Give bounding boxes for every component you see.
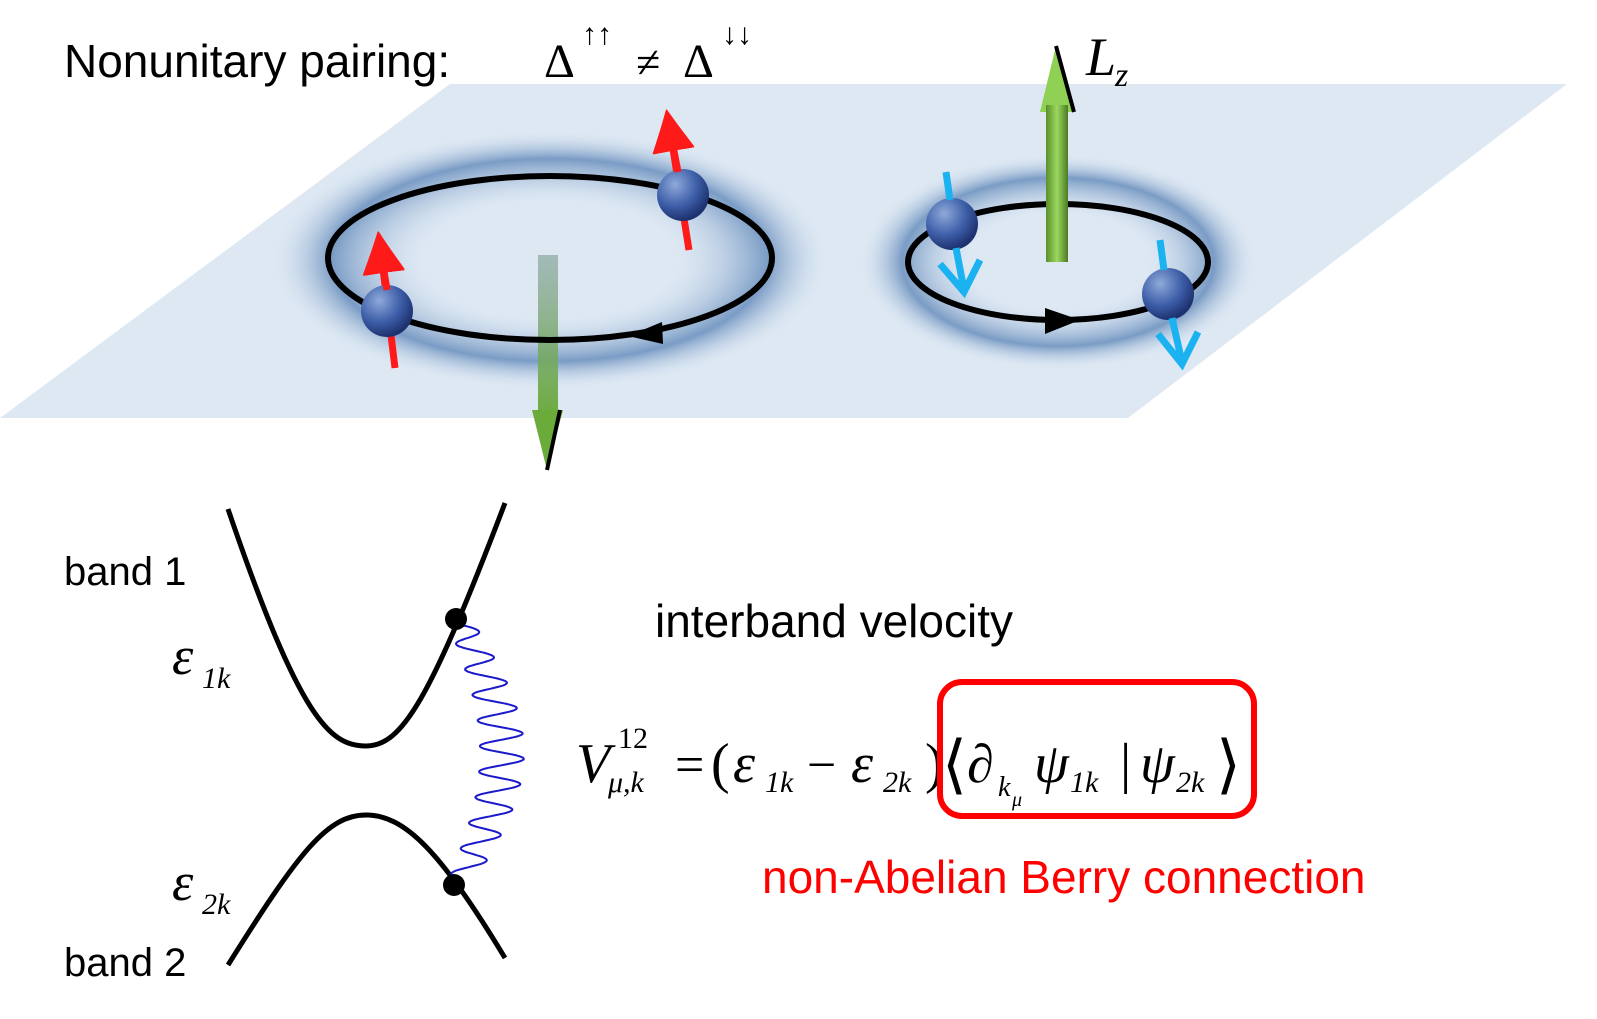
eps2-label: ε <box>172 852 194 912</box>
title-delta-up: Δ <box>544 35 575 88</box>
eps2-label-sub: 2k <box>202 888 231 921</box>
electron-ball-2 <box>657 169 709 221</box>
formula-eps1: ε <box>733 733 756 795</box>
electron-ball-3 <box>926 198 978 250</box>
spin-down-arrow-4 <box>1156 239 1168 271</box>
electron-ball-4 <box>1142 268 1194 320</box>
title-text: Nonunitary pairing: <box>64 35 450 87</box>
interband-velocity-label: interband velocity <box>655 595 1013 647</box>
formula-V-sup: 12 <box>618 722 648 755</box>
formula-equals: = <box>675 737 704 794</box>
orbit-left-arrowhead <box>628 322 663 344</box>
spin-up-arrow-1-top <box>363 231 406 291</box>
lz-up-arrow-edge <box>1054 45 1076 113</box>
spin-down-arrow-4-bottom <box>1168 317 1186 363</box>
formula-eps2: ε <box>851 733 874 795</box>
berry-connection-box <box>937 679 1257 819</box>
lz-label-sub: z <box>1114 57 1128 94</box>
title-neq: ≠ <box>636 38 660 87</box>
title-delta-up-sup: ↑↑ <box>582 18 612 51</box>
formula-langle: ⟨ <box>942 729 967 800</box>
eps1-label-sub: 1k <box>202 662 231 695</box>
formula-V-sub: μ,k <box>607 766 645 799</box>
spin-up-arrow-2-top <box>653 109 695 173</box>
orbit-left <box>325 173 775 343</box>
formula-V: V <box>576 733 616 795</box>
band-2-dot <box>443 874 465 896</box>
lz-up-arrow-head <box>1040 46 1074 112</box>
spin-down-arrow-3 <box>942 171 954 201</box>
band-2-label: band 2 <box>64 941 186 985</box>
velocity-formula: V 12 μ,k = ( ε 1k − ε 2k ) ⟨ ∂ k μ ψ 1k … <box>576 722 1241 811</box>
interband-wavy-line <box>450 624 525 881</box>
formula-partial: ∂ <box>967 734 994 794</box>
band-1-curve <box>225 502 508 749</box>
formula-partial-subsub: μ <box>1011 789 1022 811</box>
band-1-label: band 1 <box>64 550 186 594</box>
formula-minus: − <box>807 737 836 794</box>
formula-open-paren: ( <box>711 733 730 795</box>
orbit-right-arrowhead <box>1045 308 1080 334</box>
eps1-label: ε <box>172 626 194 686</box>
formula-bar: | <box>1120 733 1131 795</box>
formula-partial-sub: k <box>998 772 1011 803</box>
band-1-dot <box>445 608 467 630</box>
berry-connection-label: non-Abelian Berry connection <box>762 851 1365 903</box>
electron-ball-1 <box>361 285 413 337</box>
lz-up-arrow-shaft <box>1046 105 1068 262</box>
formula-eps1-sub: 1k <box>765 766 794 799</box>
lz-down-arrow-edge <box>545 409 562 471</box>
title-delta-down-sup: ↓↓ <box>722 18 752 51</box>
title-delta-down: Δ <box>683 35 714 88</box>
lz-label: L <box>1085 27 1116 87</box>
formula-psi2-sub: 2k <box>1176 766 1205 799</box>
formula-psi1: ψ <box>1034 733 1070 795</box>
formula-psi2: ψ <box>1140 733 1176 795</box>
spin-down-arrow-3-head <box>937 258 984 299</box>
formula-psi1-sub: 1k <box>1070 766 1099 799</box>
formula-rangle: ⟩ <box>1216 729 1241 800</box>
spin-down-arrow-3-bottom <box>952 247 968 291</box>
spin-down-arrow-4-head <box>1155 330 1202 371</box>
formula-eps2-sub: 2k <box>883 766 912 799</box>
